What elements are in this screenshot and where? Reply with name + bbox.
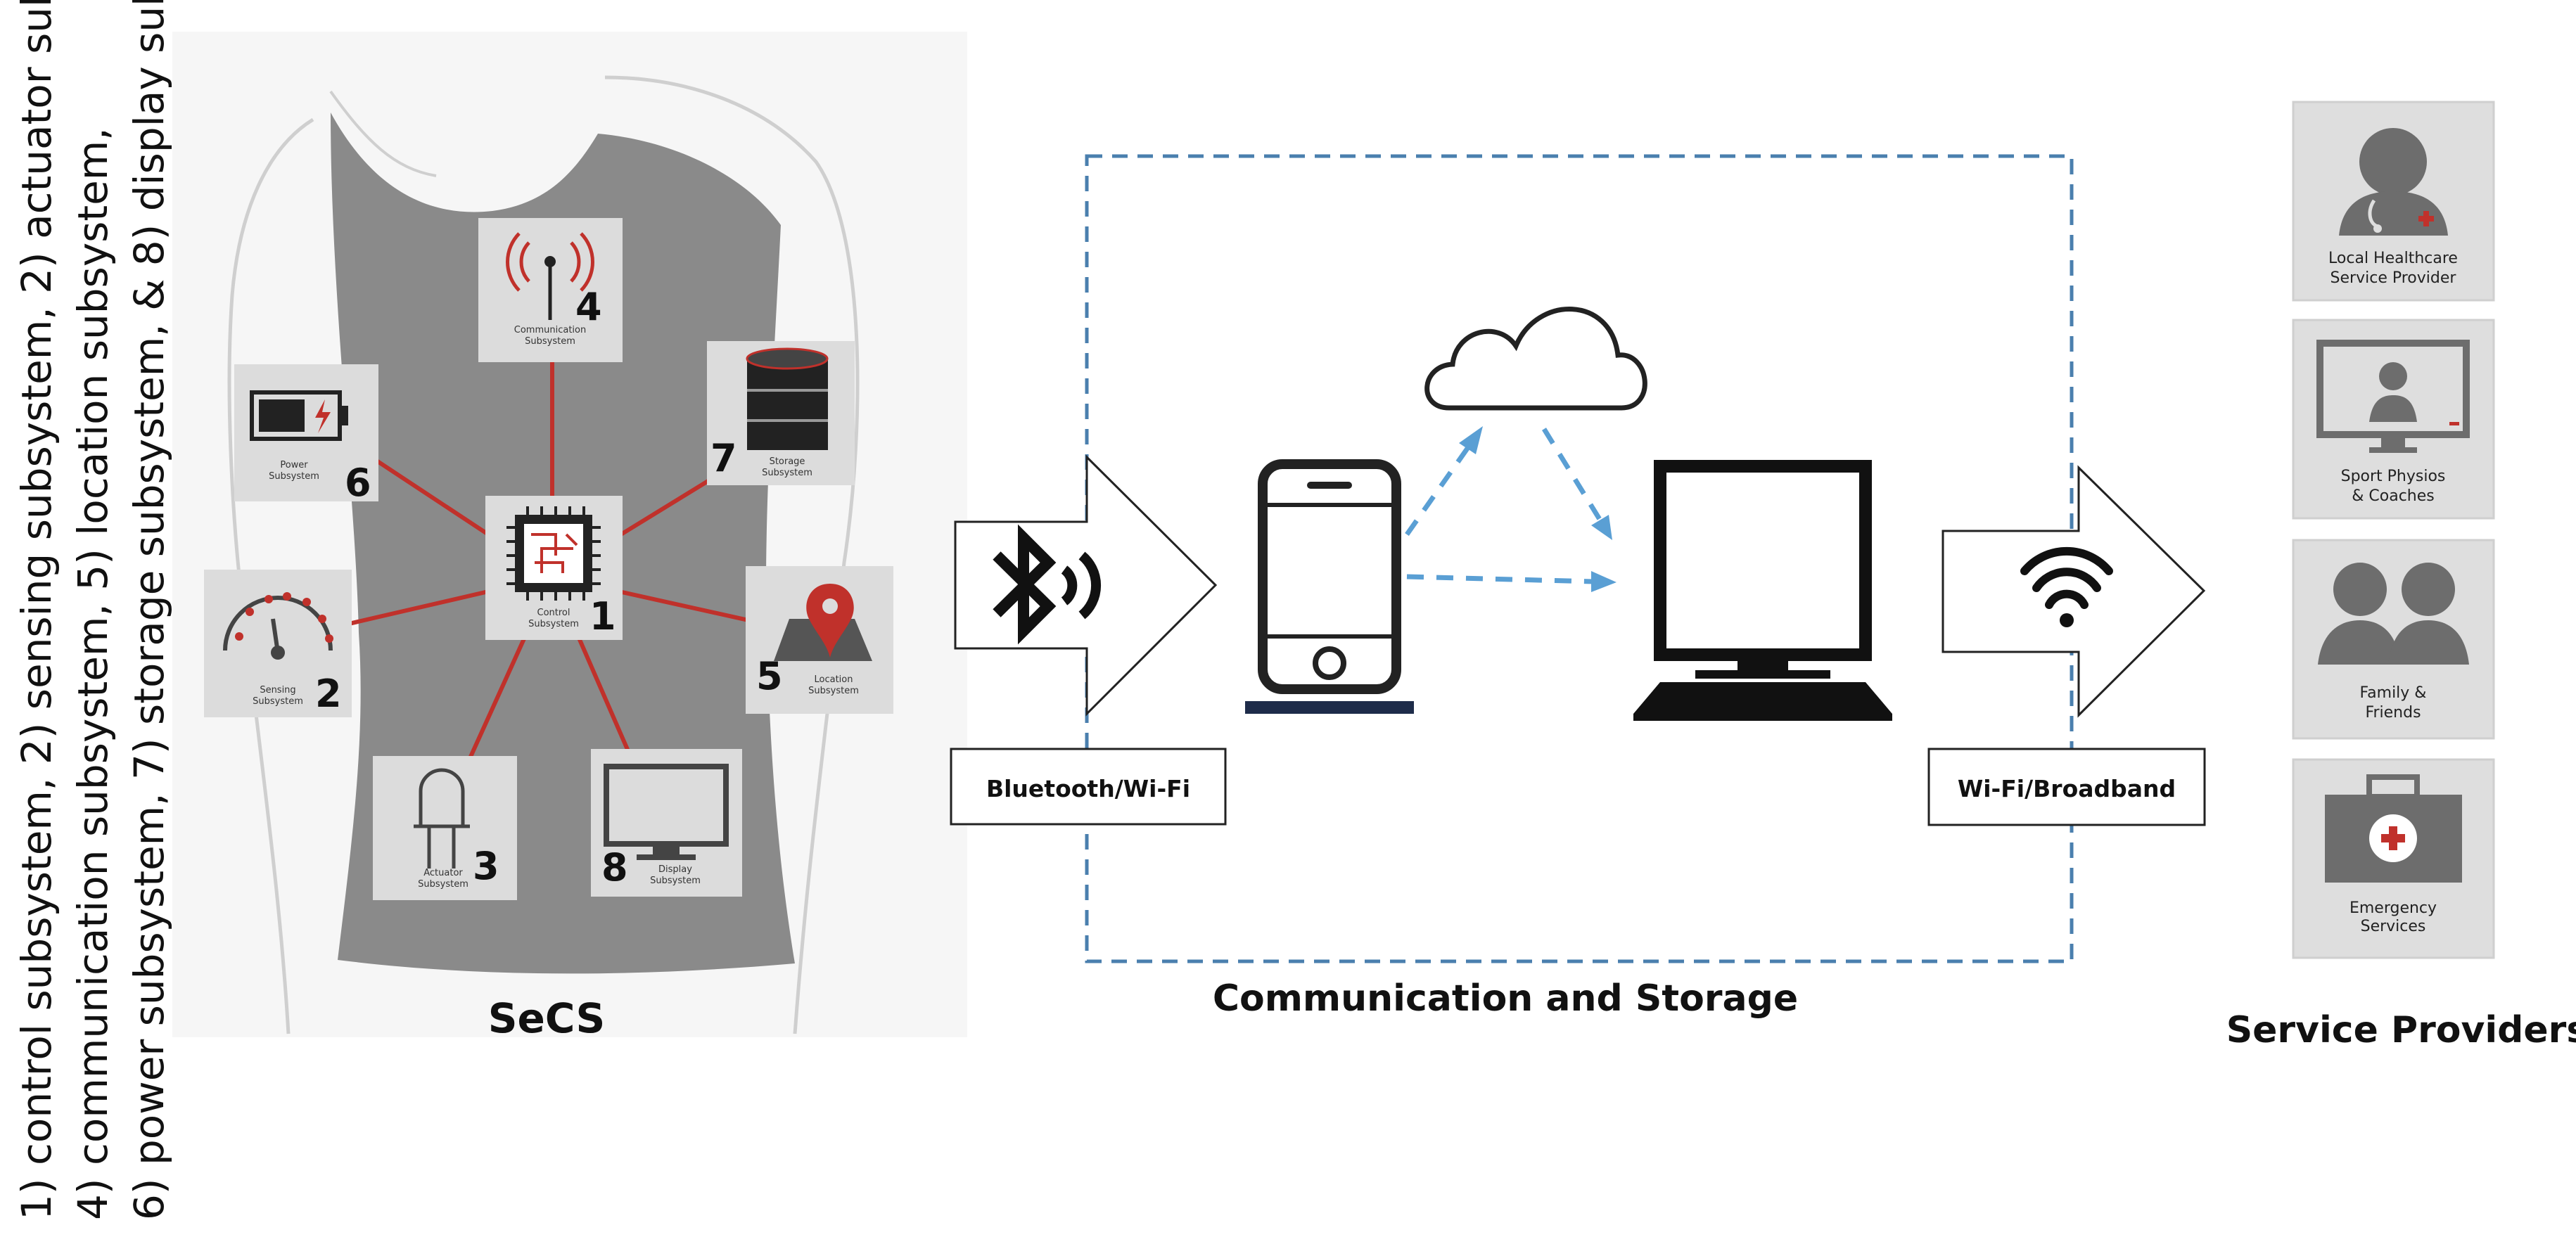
subsystem-power-label-1: Power — [280, 460, 308, 470]
chip-icon — [506, 506, 601, 601]
provider-emergency-label-2: Services — [2361, 918, 2426, 935]
bluetooth-arrow — [954, 454, 1218, 717]
body-outline-right — [604, 75, 860, 1034]
subsystem-communication-label-2: Subsystem — [525, 336, 575, 347]
subsystem-communication-number: 4 — [575, 285, 602, 329]
subsystem-actuator-label-2: Subsystem — [418, 879, 468, 890]
provider-local-healthcare-label-2: Service Provider — [2330, 269, 2457, 287]
subsystem-actuator-number: 3 — [473, 844, 499, 888]
subsystem-power: Power Subsystem 6 — [234, 364, 378, 505]
subsystem-display-number: 8 — [601, 845, 628, 890]
telehealth-monitor-icon — [2316, 340, 2470, 453]
subsystem-control: Control Subsystem 1 — [485, 496, 623, 640]
wifi-icon — [2020, 546, 2113, 609]
people-group-icon — [2318, 563, 2469, 665]
provider-sport-physios-label-1: Sport Physios — [2341, 468, 2446, 485]
broadband-label-box — [1927, 748, 2206, 826]
communication-title: Communication and Storage — [1213, 978, 1798, 1020]
subsystem-actuator: Actuator Subsystem 3 — [373, 756, 517, 900]
bluetooth-icon — [993, 524, 1057, 645]
providers-title: Service Providers — [2226, 1009, 2576, 1051]
signal-waves-icon — [1061, 551, 1102, 620]
subsystem-sensing: Sensing Subsystem 2 — [204, 570, 352, 717]
caption-line-2: 4) communication subsystem, 5) location … — [69, 127, 117, 1220]
subsystem-display-label-1: Display — [658, 864, 692, 875]
provider-sport-physios: Sport Physios & Coaches — [2292, 319, 2495, 520]
subsystem-communication-label-1: Communication — [514, 325, 586, 335]
subsystem-location-label-2: Subsystem — [808, 686, 859, 696]
location-pin-icon — [774, 584, 872, 661]
provider-emergency-services: Emergency Services — [2292, 758, 2495, 959]
communication-section: Bluetooth/Wi-Fi — [950, 154, 2206, 1020]
phone-base — [1245, 701, 1414, 714]
subsystem-control-number: 1 — [589, 594, 616, 639]
subsystem-caption: 1) control subsystem, 2) sensing subsyst… — [13, 0, 173, 1220]
broadband-label: Wi-Fi/Broadband — [1958, 775, 2176, 802]
subsystem-display: Display Subsystem 8 — [591, 749, 742, 897]
subsystem-display-label-2: Subsystem — [650, 876, 701, 886]
subsystem-sensing-label-1: Sensing — [260, 685, 295, 696]
desktop-computer-icon — [1633, 460, 1892, 721]
first-aid-kit-icon — [2325, 774, 2462, 883]
provider-sport-physios-label-2: & Coaches — [2352, 487, 2435, 505]
subsystem-location-number: 5 — [756, 654, 783, 698]
subsystem-location-label-1: Location — [815, 674, 853, 685]
monitor-icon — [604, 764, 729, 860]
subsystem-control-label-1: Control — [537, 608, 570, 618]
antenna-icon — [506, 232, 594, 292]
subsystem-storage-label-1: Storage — [770, 456, 805, 467]
subsystem-power-number: 6 — [345, 461, 371, 505]
subsystem-storage-number: 7 — [710, 436, 737, 480]
subsystem-location: Location Subsystem 5 — [746, 566, 893, 714]
subsystem-power-label-2: Subsystem — [269, 471, 319, 482]
provider-emergency-label-1: Emergency — [2349, 899, 2437, 917]
subsystem-storage-label-2: Subsystem — [762, 468, 812, 478]
providers-section: Local Healthcare Service Provider Sport … — [2226, 101, 2576, 1051]
neck-outline — [329, 90, 437, 177]
caption-line-3: 6) power subsystem, 7) storage subsystem… — [125, 0, 173, 1220]
secs-section: Communication Subsystem 4 Power Subsyste… — [172, 32, 967, 1042]
caption-line-1: 1) control subsystem, 2) sensing subsyst… — [13, 0, 60, 1220]
provider-family-friends: Family & Friends — [2292, 539, 2495, 740]
subsystem-communication: Communication Subsystem 4 — [478, 218, 623, 362]
doctor-icon — [2339, 128, 2448, 236]
provider-local-healthcare-label-1: Local Healthcare — [2328, 250, 2458, 267]
subsystem-sensing-label-2: Subsystem — [253, 696, 303, 707]
subsystem-actuator-label-1: Actuator — [423, 868, 463, 878]
body-outline — [227, 117, 314, 1034]
cloud-icon — [1424, 307, 1647, 411]
data-flow-arrows — [1405, 428, 1602, 584]
subsystem-storage: Storage Subsystem 7 — [707, 341, 855, 485]
provider-local-healthcare: Local Healthcare Service Provider — [2292, 101, 2495, 302]
provider-family-friends-label-2: Friends — [2365, 704, 2421, 722]
database-icon — [746, 347, 829, 450]
battery-icon — [250, 390, 348, 441]
secs-title: SeCS — [488, 994, 606, 1042]
bluetooth-label-box — [950, 748, 1227, 826]
bluetooth-label: Bluetooth/Wi-Fi — [986, 775, 1190, 802]
led-icon — [414, 768, 470, 869]
provider-family-friends-label-1: Family & — [2360, 684, 2427, 702]
broadband-arrow — [1941, 465, 2206, 718]
subsystem-sensing-number: 2 — [315, 672, 342, 716]
smartphone-icon — [1258, 459, 1401, 694]
data-flow-arrowheads — [1459, 426, 1617, 592]
comm-dashed-border — [1085, 154, 2074, 963]
gauge-icon — [223, 592, 333, 660]
subsystem-control-label-2: Subsystem — [528, 619, 579, 629]
